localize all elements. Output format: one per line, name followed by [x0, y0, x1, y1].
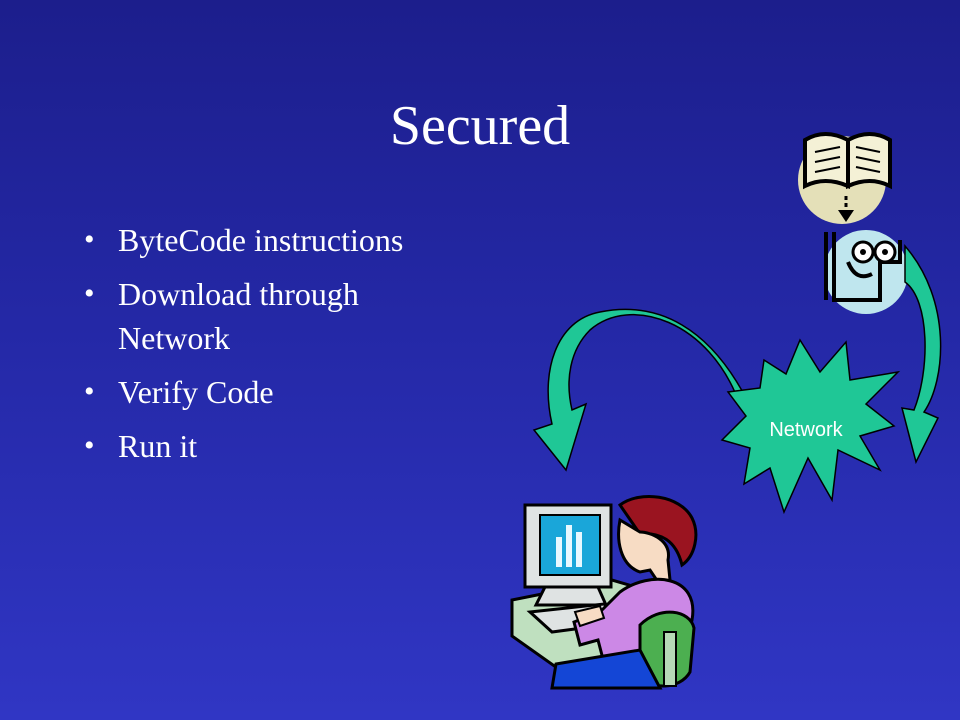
face-icon — [824, 230, 908, 314]
bullet-text: ByteCode instructions — [118, 222, 404, 258]
user-at-computer-icon — [510, 494, 698, 690]
bullet-dot-icon: • — [84, 277, 95, 310]
bullet-list: • ByteCode instructions • Download throu… — [84, 218, 484, 478]
bullet-text: Verify Code — [118, 374, 274, 410]
bullet-text: Download through Network — [118, 276, 359, 356]
network-burst-icon: Network — [720, 338, 901, 515]
bullet-item: • Verify Code — [84, 370, 484, 414]
bullet-item: • Download through Network — [84, 272, 484, 360]
bullet-item: • ByteCode instructions — [84, 218, 484, 262]
arrow-right-icon — [900, 243, 942, 465]
bullet-dot-icon: • — [84, 375, 95, 408]
arrow-left-icon — [532, 308, 747, 472]
bullet-dot-icon: • — [84, 223, 95, 256]
slide-title: Secured — [389, 95, 571, 157]
bullet-text: Run it — [118, 428, 198, 464]
bullet-item: • Run it — [84, 424, 484, 468]
bullet-dot-icon: • — [84, 429, 95, 462]
network-label: Network — [769, 419, 843, 441]
book-icon — [798, 132, 892, 224]
